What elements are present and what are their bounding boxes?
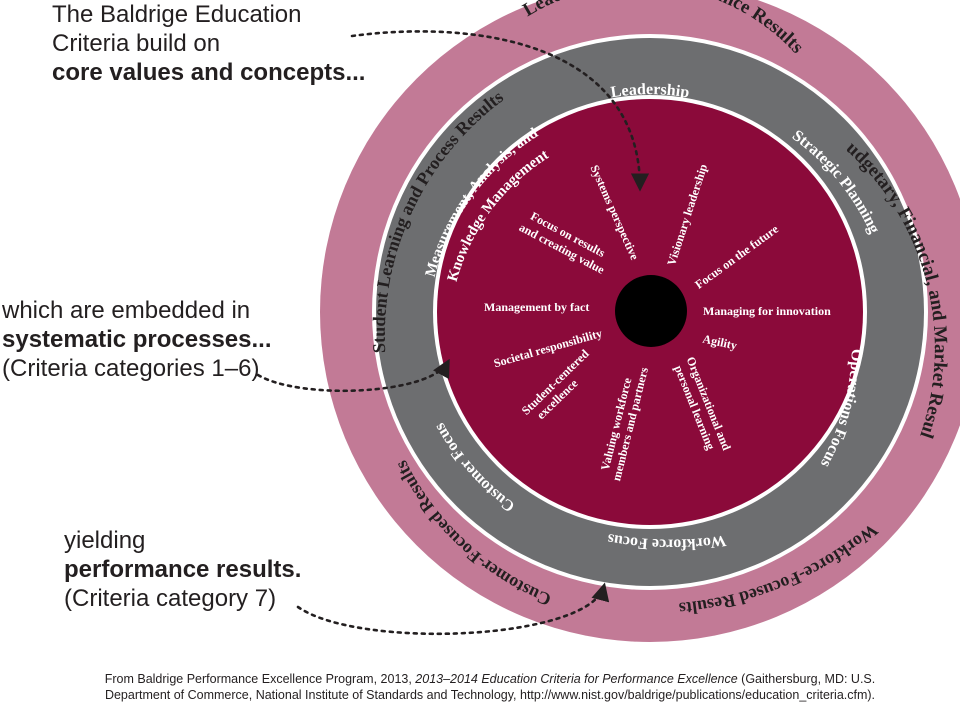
svg-text:Workforce Focus: Workforce Focus xyxy=(606,530,727,553)
callout-processes-line2: systematic processes... xyxy=(2,326,272,353)
caption-prefix: From Baldrige Performance Excellence Pro… xyxy=(104,672,416,686)
arrow-performance-results xyxy=(296,582,610,636)
core-value-management-by-fact: Management by fact xyxy=(484,300,589,314)
caption-line2: Department of Commerce, National Institu… xyxy=(104,688,876,702)
svg-text:Leadership: Leadership xyxy=(610,81,691,101)
source-caption: From Baldrige Performance Excellence Pro… xyxy=(60,671,920,703)
callout-core-line2: Criteria build on xyxy=(52,30,221,57)
callout-core-line3: core values and concepts... xyxy=(52,59,366,86)
caption-suffix: (Gaithersburg, MD: U.S. xyxy=(737,672,876,686)
callout-core-values: The Baldrige Education Criteria build on… xyxy=(52,0,365,87)
callout-results-line1: yielding xyxy=(64,527,146,554)
middle-label-workforce-focus: Workforce Focus xyxy=(606,530,727,553)
middle-label-leadership: Leadership xyxy=(610,81,691,101)
callout-results-line3: (Criteria category 7) xyxy=(64,585,277,612)
callout-processes-line1: which are embedded in xyxy=(2,297,251,324)
callout-results-line2: performance results. xyxy=(64,556,302,583)
callout-systematic-processes: which are embedded in systematic process… xyxy=(2,296,272,383)
arrow-systematic-processes xyxy=(256,358,450,393)
callout-core-line1: The Baldrige Education xyxy=(52,1,302,28)
core-hub xyxy=(615,275,687,347)
arrow-core-values xyxy=(350,30,650,192)
callout-performance-results: yielding performance results. (Criteria … xyxy=(64,526,301,613)
caption-title: 2013–2014 Education Criteria for Perform… xyxy=(415,672,738,686)
core-value-managing-for-innovation: Managing for innovation xyxy=(703,304,831,318)
callout-processes-line3: (Criteria categories 1–6) xyxy=(2,355,260,382)
